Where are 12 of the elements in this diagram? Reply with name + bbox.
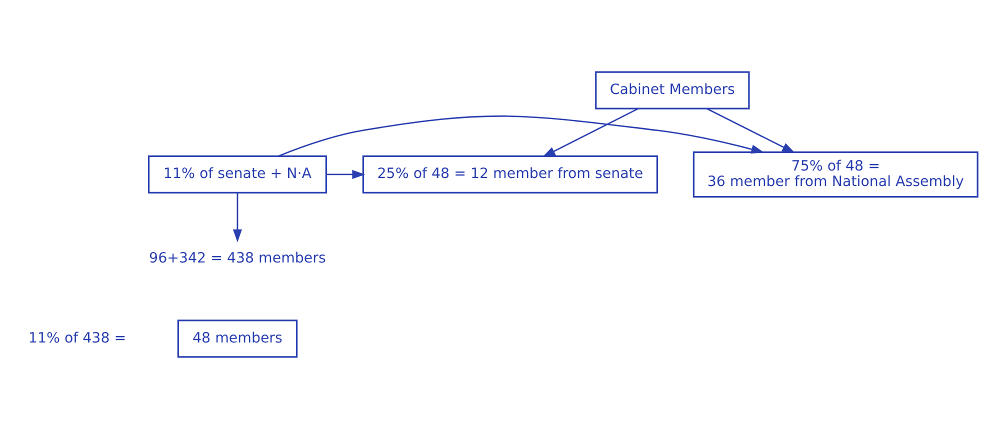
arrow	[232, 192, 242, 242]
arrow	[278, 115, 764, 156]
node-box: 75% of 48 = 36 member from National Assembly	[692, 150, 978, 198]
node-text: 96+342 = 438 members	[149, 250, 326, 266]
node-label: 11% of 438 =	[28, 330, 126, 346]
node-box: 48 members	[177, 319, 298, 358]
node-box: Cabinet Members	[595, 70, 750, 109]
arrow	[706, 108, 796, 153]
arrow	[326, 169, 366, 178]
arrow	[542, 108, 638, 157]
node-box: 25% of 48 = 12 member from senate	[362, 154, 658, 193]
node-box: 11% of senate + N·A	[148, 154, 327, 193]
